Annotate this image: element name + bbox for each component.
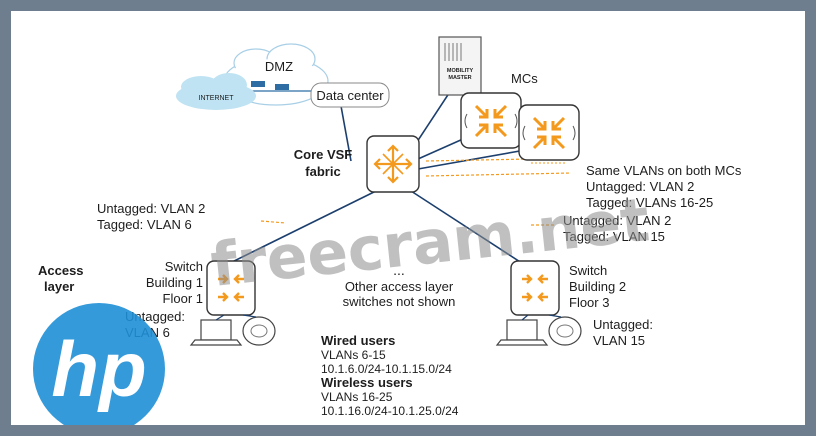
wireless-users-title: Wireless users — [321, 375, 413, 390]
ellipsis-label: ... — [393, 262, 405, 278]
mobility-controller-2 — [518, 104, 580, 164]
mobility-master-device: MOBILITY MASTER — [438, 36, 482, 96]
internet-label: INTERNET — [199, 95, 235, 102]
mcs-label: MCs — [511, 71, 538, 86]
access-point-icon — [548, 316, 582, 346]
access-point-icon — [242, 316, 276, 346]
internet-cloud: INTERNET — [176, 73, 256, 110]
wired-users-vlans: VLANs 6-15 — [321, 348, 386, 362]
diagram-canvas: DMZ INTERNET Data center MOBILITY MASTER… — [11, 11, 805, 425]
laptop-icon — [189, 319, 243, 346]
access-layer-label-2: layer — [44, 279, 74, 294]
sw2-label-2: Building 2 — [569, 279, 626, 294]
dmz-label: DMZ — [265, 59, 293, 74]
network-diagram: DMZ INTERNET Data center MOBILITY MASTER… — [33, 36, 742, 425]
connection-lines — [223, 74, 532, 270]
other-switches-label-2: switches not shown — [343, 294, 456, 309]
wireless-users-vlans: VLANs 16-25 — [321, 390, 393, 404]
right-tagged-label: Tagged: VLAN 15 — [563, 229, 665, 244]
sw2-untagged-label-2: VLAN 15 — [593, 333, 645, 348]
sw2-label-3: Floor 3 — [569, 295, 609, 310]
left-untagged-label: Untagged: VLAN 2 — [97, 201, 205, 216]
left-tagged-label: Tagged: VLAN 6 — [97, 217, 192, 232]
mc-tagged-label: Tagged: VLANs 16-25 — [586, 195, 713, 210]
sw1-label-3: Floor 1 — [163, 291, 203, 306]
access-switch-building-2 — [510, 260, 560, 316]
other-switches-label-1: Other access layer — [345, 279, 454, 294]
mobility-master-label-2: MASTER — [448, 75, 471, 81]
mobility-controller-1 — [460, 92, 522, 149]
core-label-2: fabric — [305, 164, 340, 179]
laptop-icon — [495, 319, 549, 346]
access-switch-building-1 — [206, 260, 256, 316]
mobility-master-label-1: MOBILITY — [447, 68, 474, 74]
sw2-untagged-label-1: Untagged: — [593, 317, 653, 332]
right-untagged-label: Untagged: VLAN 2 — [563, 213, 671, 228]
sw1-label-2: Building 1 — [146, 275, 203, 290]
same-vlans-label: Same VLANs on both MCs — [586, 163, 742, 178]
wired-users-title: Wired users — [321, 333, 395, 348]
datacenter-label: Data center — [316, 88, 384, 103]
access-layer-label-1: Access — [38, 263, 84, 278]
wireless-users-subnets: 10.1.16.0/24-10.1.25.0/24 — [321, 404, 459, 418]
sw1-label-1: Switch — [165, 259, 203, 274]
sw2-label-1: Switch — [569, 263, 607, 278]
core-vsf-switch — [366, 135, 420, 193]
hp-logo-icon: hp — [33, 303, 165, 425]
hp-logo-text: hp — [51, 325, 146, 413]
datacenter-node: Data center — [310, 82, 390, 108]
mc-untagged-label: Untagged: VLAN 2 — [586, 179, 694, 194]
wired-users-subnets: 10.1.6.0/24-10.1.15.0/24 — [321, 362, 452, 376]
vlan-flow-arrows — [260, 158, 572, 226]
core-label-1: Core VSF — [294, 147, 353, 162]
